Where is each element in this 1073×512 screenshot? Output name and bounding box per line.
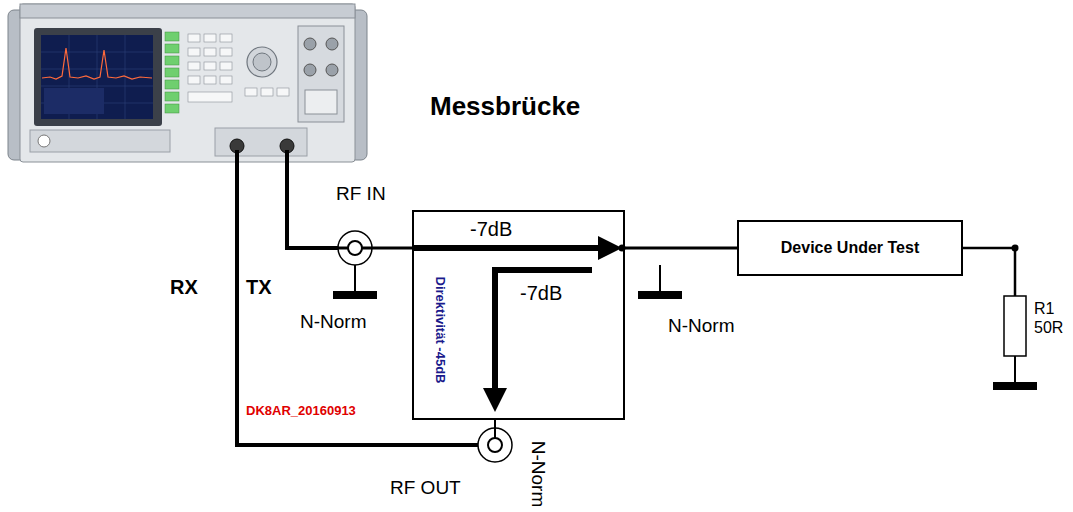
keypad	[188, 34, 232, 102]
reflected-arrow-head	[483, 388, 507, 412]
resistor-symbol	[1004, 296, 1026, 356]
key	[277, 88, 289, 96]
spectrum-analyzer	[8, 4, 367, 162]
attenuation-label: -7dB	[520, 282, 562, 304]
key	[188, 34, 200, 42]
bridge-box: Messbrücke-7dB-7dBDirektivität -45dB	[412, 210, 625, 420]
key	[220, 76, 232, 84]
connector-panel	[298, 26, 344, 122]
rotary-knob-center	[253, 53, 271, 71]
softkey	[165, 56, 179, 65]
port-name: RF OUT	[390, 478, 461, 499]
top-strip	[20, 4, 355, 18]
bottom-keys	[30, 130, 170, 152]
spectrum-trace	[42, 48, 152, 79]
forward-arrow-head	[598, 236, 622, 260]
bridge-arrows	[414, 236, 626, 428]
n-connector-pin	[488, 438, 502, 452]
termination	[963, 245, 1037, 391]
signal-name: TX	[246, 276, 272, 298]
ground-symbol	[333, 291, 377, 299]
softkeys	[165, 32, 179, 113]
key	[204, 62, 216, 70]
n-connector-pin	[348, 241, 362, 255]
rx-cable	[237, 150, 478, 445]
directivity-label: Direktivität -45dB	[433, 277, 447, 384]
junction-dot	[1012, 245, 1019, 252]
wire	[362, 247, 414, 250]
rotary-knob	[247, 47, 277, 77]
key	[204, 76, 216, 84]
softkey	[165, 92, 179, 101]
key	[188, 62, 200, 70]
connector-type: N-Norm	[668, 316, 735, 337]
wire	[494, 428, 496, 438]
key	[188, 76, 200, 84]
key	[220, 62, 232, 70]
key	[220, 34, 232, 42]
n-connector	[478, 428, 512, 462]
bnc-socket	[304, 38, 316, 50]
key	[204, 48, 216, 56]
signal-line	[625, 247, 737, 250]
cables	[237, 150, 478, 445]
ground-wire	[659, 265, 661, 291]
signal-name: RX	[170, 276, 198, 298]
wire	[494, 420, 496, 428]
bnc-socket	[304, 64, 316, 76]
reflected-arrow-shaft	[495, 270, 592, 390]
screen-bezel	[34, 28, 162, 126]
softkey	[165, 68, 179, 77]
ground-wire	[354, 265, 356, 291]
housing	[20, 4, 355, 162]
part-name: R1	[1034, 300, 1054, 318]
wire	[338, 247, 348, 250]
softkey	[165, 32, 179, 41]
port-name: RF IN	[336, 184, 386, 205]
bridge-title: Messbrücke	[430, 92, 580, 121]
attenuation-label: -7dB	[470, 218, 512, 240]
key	[220, 48, 232, 56]
power-switch	[38, 135, 50, 147]
process-box: Device Under Test	[737, 220, 963, 276]
tx-cable	[287, 150, 338, 248]
part-value: 50R	[1034, 319, 1063, 337]
key	[188, 48, 200, 56]
softkey	[165, 44, 179, 53]
rf-port-panel	[215, 128, 307, 156]
wire	[963, 248, 1015, 296]
ground-wire	[1014, 356, 1016, 382]
key	[261, 88, 273, 96]
bnc-socket	[326, 64, 338, 76]
author-stamp: DK8AR_20160913	[246, 404, 356, 418]
usb-block	[305, 90, 337, 114]
screen	[41, 35, 153, 119]
key	[204, 34, 216, 42]
forward-arrow-shaft	[414, 245, 600, 251]
n-connectors	[333, 231, 682, 462]
softkey	[165, 104, 179, 113]
rear-panel-connectors	[298, 26, 344, 122]
softkey	[165, 80, 179, 89]
bnc-socket	[326, 38, 338, 50]
device-label: Device Under Test	[781, 239, 919, 257]
keys	[245, 88, 289, 96]
ground-symbol	[993, 382, 1037, 390]
key	[245, 88, 257, 96]
ground-symbol	[638, 291, 682, 299]
connector-type: N-Norm	[300, 312, 367, 333]
screen-table	[44, 88, 104, 114]
key	[188, 92, 232, 102]
connector-type: N-Norm	[528, 441, 549, 508]
screen-grid	[41, 35, 153, 119]
